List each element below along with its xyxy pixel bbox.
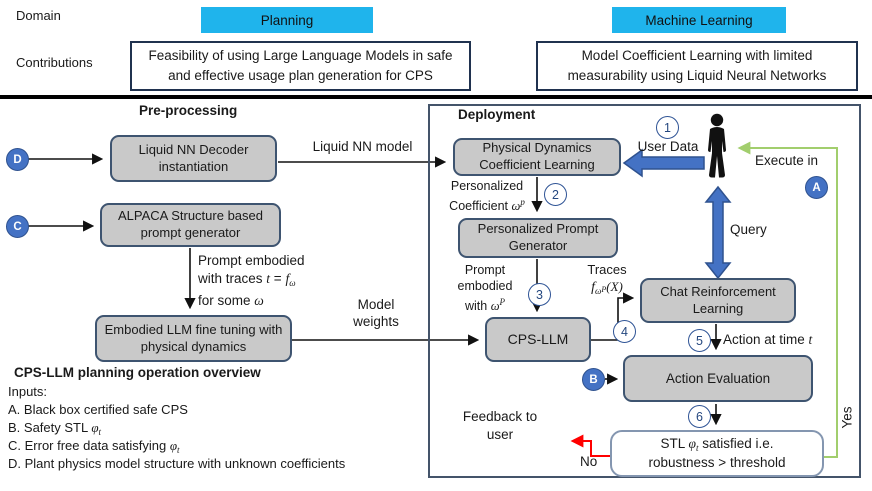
liquid-nn-model-label: Liquid NN model bbox=[312, 139, 413, 154]
input-item-b: B. Safety STL φt bbox=[8, 420, 102, 437]
liquid-nn-decoder-box: Liquid NN Decoder instantiation bbox=[110, 135, 277, 182]
traces-label: Traces fωP(X) bbox=[587, 262, 627, 296]
step-circle-1: 1 bbox=[656, 116, 679, 139]
model-weights-label: Model weights bbox=[353, 297, 399, 329]
embodied-llm-box: Embodied LLM fine tuning with physical d… bbox=[95, 315, 292, 362]
chat-rl-box: Chat Reinforcement Learning bbox=[640, 278, 796, 323]
physical-dynamics-box: Physical Dynamics Coefficient Learning bbox=[453, 138, 621, 176]
contributions-label: Contributions bbox=[16, 55, 93, 70]
input-circle-c: C bbox=[6, 215, 29, 238]
action-evaluation-box: Action Evaluation bbox=[623, 355, 813, 402]
overview-title: CPS-LLM planning operation overview bbox=[14, 365, 261, 380]
domain-tag-machine-learning: Machine Learning bbox=[612, 7, 786, 33]
cps-llm-box: CPS-LLM bbox=[485, 317, 591, 362]
input-item-c: C. Error free data satisfying φt bbox=[8, 438, 180, 455]
preprocessing-title: Pre-processing bbox=[139, 103, 238, 118]
action-time-label: Action at time t bbox=[723, 332, 813, 347]
yes-label: Yes bbox=[839, 406, 855, 429]
user-data-label: User Data bbox=[637, 139, 699, 154]
personalized-prompt-generator-box: Personalized Prompt Generator bbox=[458, 218, 618, 258]
stl-check-box: STL φt satisfied i.e. robustness > thres… bbox=[610, 430, 824, 477]
deployment-panel bbox=[428, 104, 861, 478]
query-label: Query bbox=[730, 222, 767, 237]
domain-tag-planning: Planning bbox=[201, 7, 373, 33]
deployment-title: Deployment bbox=[458, 107, 536, 122]
circle-a: A bbox=[805, 176, 828, 199]
personalized-coefficient-label: Personalized Coefficient ωp bbox=[449, 179, 525, 213]
header-divider bbox=[0, 95, 872, 99]
circle-b: B bbox=[582, 368, 605, 391]
feedback-label: Feedback to user bbox=[462, 409, 538, 442]
contribution-planning-box: Feasibility of using Large Language Mode… bbox=[130, 41, 471, 91]
step-circle-4: 4 bbox=[613, 320, 636, 343]
domain-label: Domain bbox=[16, 8, 61, 23]
input-circle-d: D bbox=[6, 148, 29, 171]
prompt-traces-label: Prompt embodied with traces t = fω for s… bbox=[198, 253, 305, 308]
prompt-embodied-label: Prompt embodied with ωP bbox=[457, 263, 513, 313]
input-item-d: D. Plant physics model structure with un… bbox=[8, 456, 346, 471]
execute-in-label: Execute in bbox=[755, 153, 819, 168]
step-circle-6: 6 bbox=[688, 405, 711, 428]
contribution-ml-box: Model Coefficient Learning with limited … bbox=[536, 41, 858, 91]
step-circle-2: 2 bbox=[544, 183, 567, 206]
no-label: No bbox=[580, 454, 598, 469]
alpaca-box: ALPACA Structure based prompt generator bbox=[100, 203, 281, 247]
inputs-label: Inputs: bbox=[8, 384, 48, 399]
step-circle-3: 3 bbox=[528, 283, 551, 306]
step-circle-5: 5 bbox=[688, 329, 711, 352]
input-item-a: A. Black box certified safe CPS bbox=[8, 402, 188, 417]
